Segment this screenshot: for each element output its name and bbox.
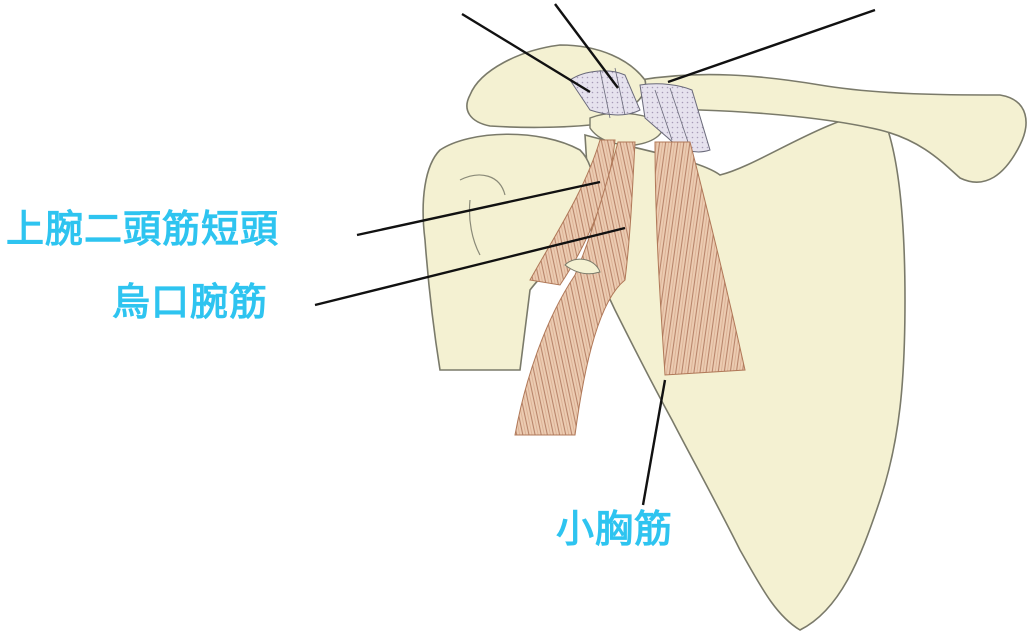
label-pectoralis-minor: 小胸筋 <box>556 510 673 548</box>
label-coracobrachialis: 烏口腕筋 <box>112 283 268 321</box>
label-biceps-short-head: 上腕二頭筋短頭 <box>6 210 279 248</box>
